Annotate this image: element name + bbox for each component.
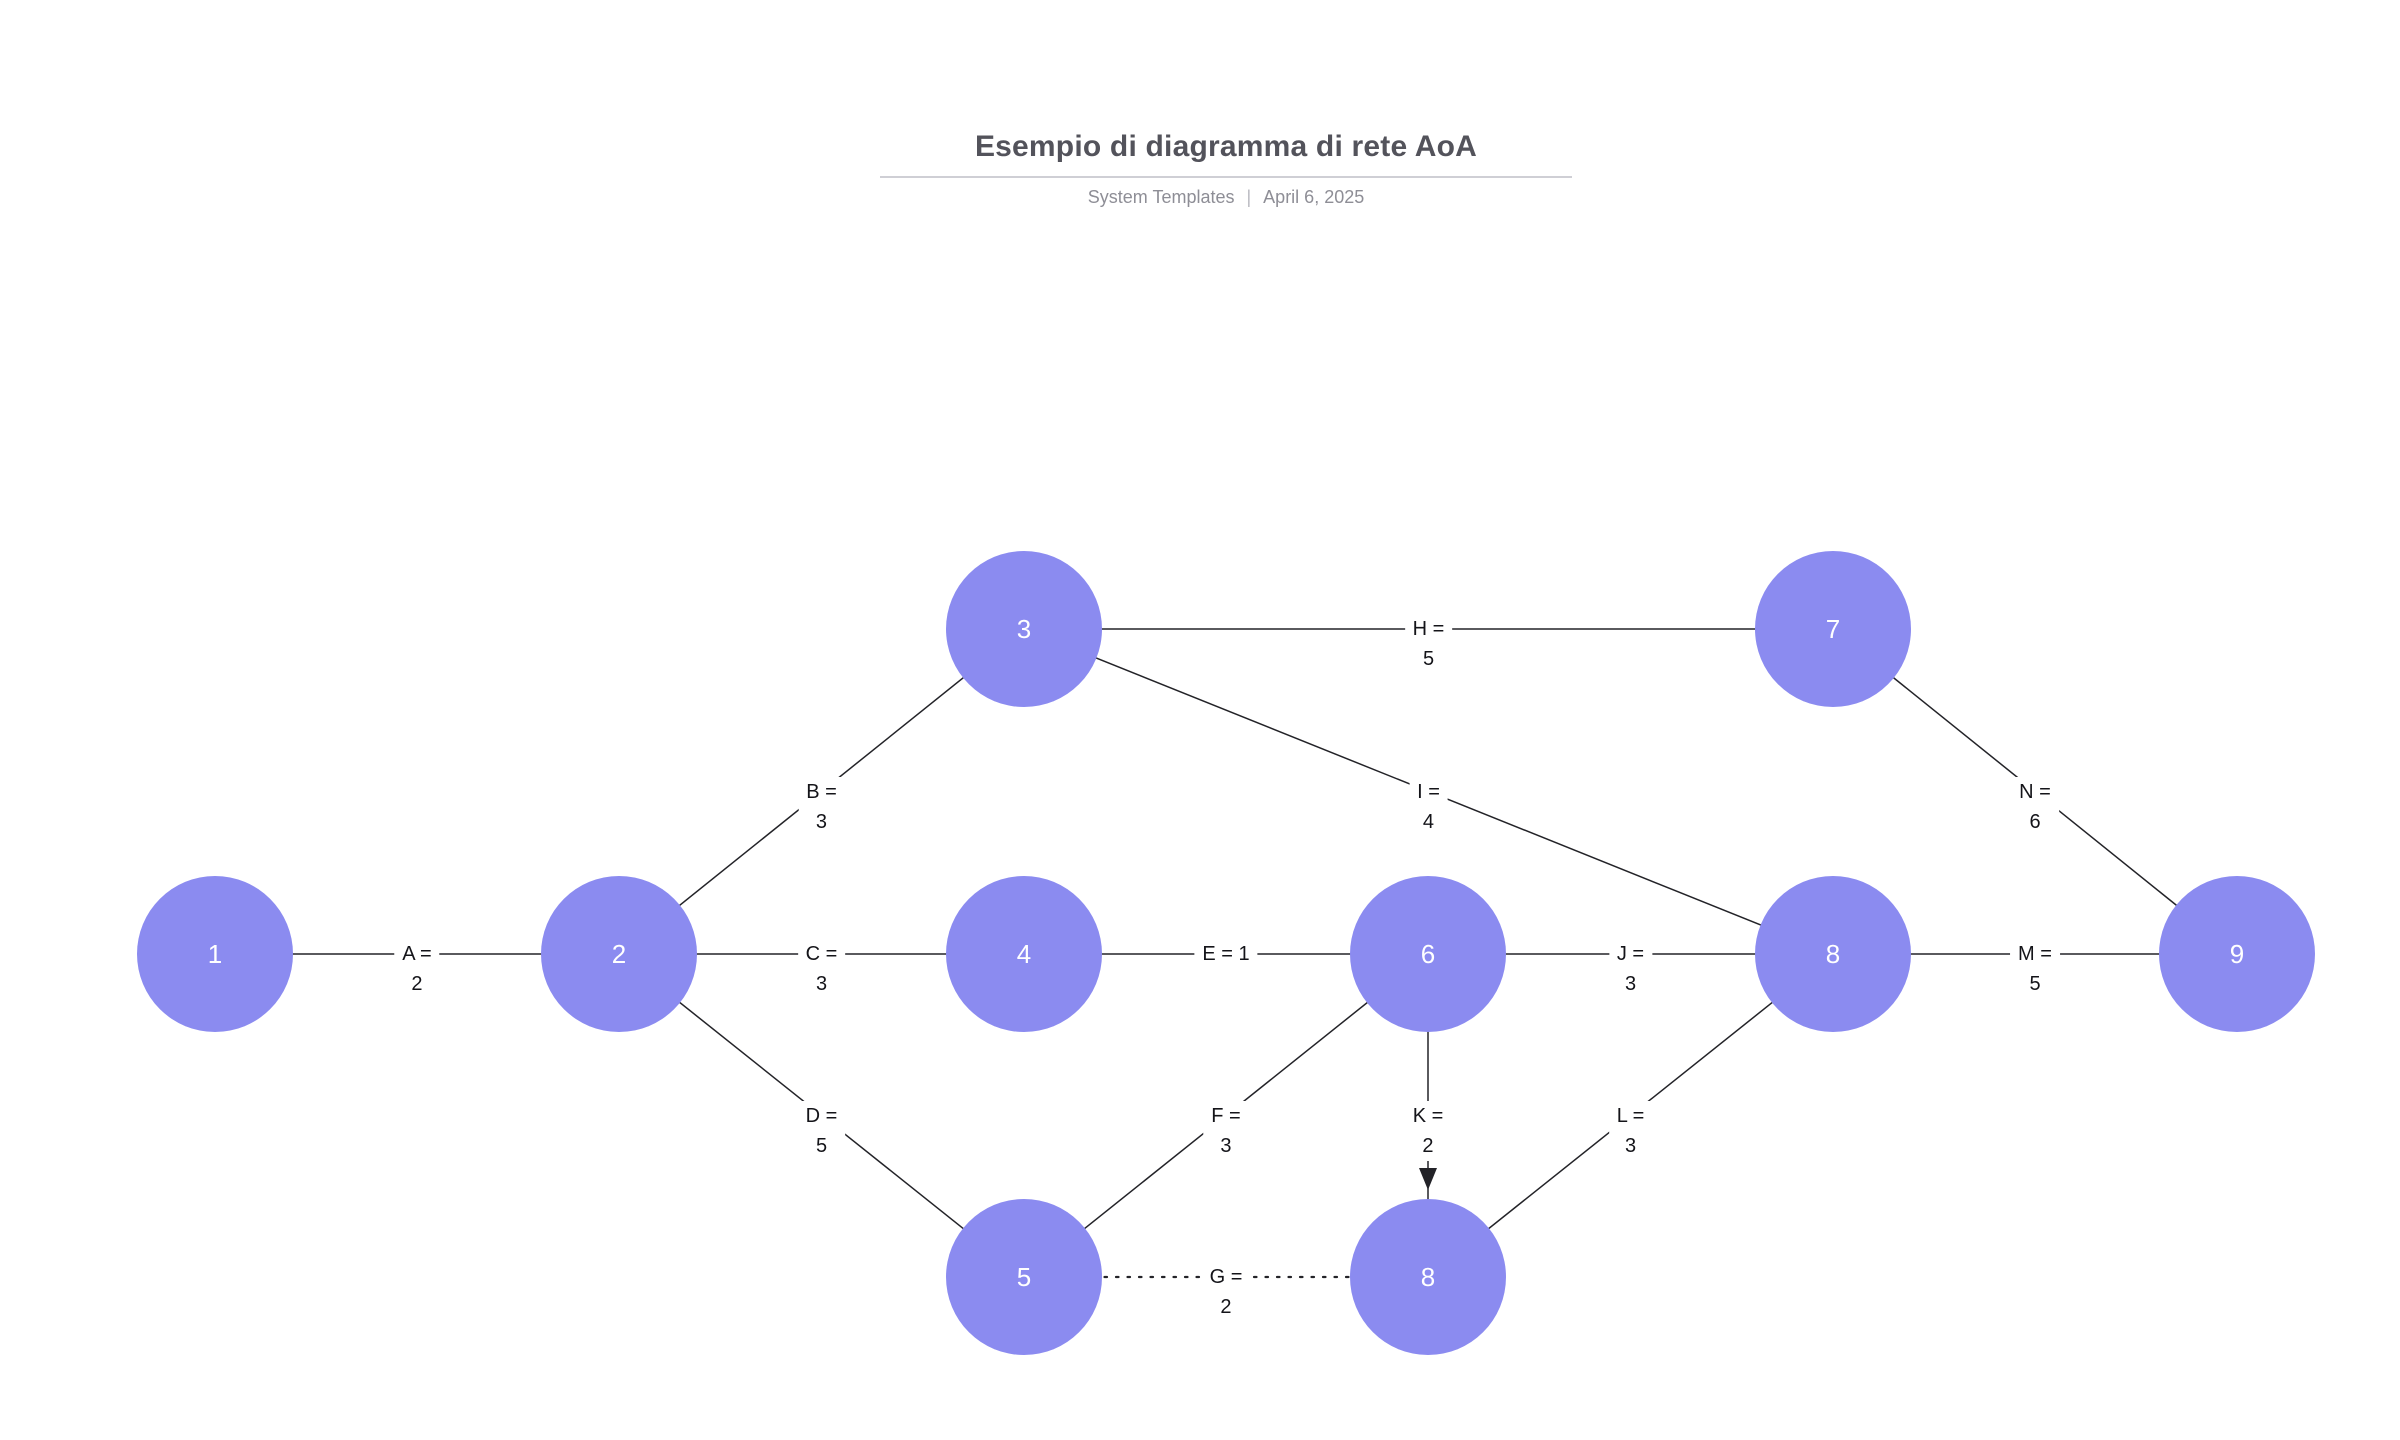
edge-label-B-line2: 3: [815, 810, 828, 833]
edge-label-M-line1: M =: [2018, 943, 2052, 965]
diagram-node-n1: 1: [137, 876, 293, 1032]
edge-label-M-line2: 5: [2029, 973, 2041, 995]
diagram-node-n7: 7: [1755, 551, 1911, 707]
edge-label-C-line2: 3: [815, 973, 828, 995]
edge-label-G: G = 2: [1201, 1262, 1251, 1322]
edge-label-E-line1: E = 1: [1202, 943, 1250, 965]
subtitle-separator: |: [1246, 187, 1252, 207]
edge-label-K-line2: 2: [1422, 1134, 1434, 1157]
edge-label-M: M = 5: [2010, 939, 2060, 999]
edge-arrowhead-K: [1419, 1168, 1437, 1190]
edge-label-B: B = 3: [798, 776, 845, 837]
edge-label-F-line1: F =: [1211, 1104, 1241, 1127]
edge-label-J: J = 3: [1608, 939, 1653, 999]
edge-label-F-line2: 3: [1220, 1134, 1232, 1157]
author-label: System Templates: [1087, 187, 1235, 207]
title-underline: [880, 176, 1572, 178]
edge-label-H-line2: 5: [1422, 648, 1435, 670]
edge-label-D: D = 5: [797, 1100, 846, 1161]
diagram-subtitle: System Templates | April 6, 2025: [880, 187, 1572, 208]
edge-label-L-line1: L =: [1616, 1104, 1645, 1127]
diagram-node-n4: 4: [946, 876, 1102, 1032]
edge-label-E: E = 1: [1194, 939, 1258, 969]
edge-label-I-line1: I =: [1417, 780, 1440, 803]
edge-label-L: L = 3: [1608, 1100, 1653, 1161]
edge-label-K: K = 2: [1404, 1100, 1452, 1161]
edge-label-B-line1: B =: [806, 780, 837, 803]
edge-label-H: H = 5: [1404, 614, 1453, 674]
edge-label-G-line2: 2: [1220, 1296, 1232, 1318]
edge-label-C-line1: C =: [805, 943, 838, 965]
edge-label-D-line2: 5: [815, 1134, 828, 1157]
edge-label-H-line1: H =: [1412, 618, 1445, 640]
edge-label-I-line2: 4: [1422, 810, 1435, 833]
diagram-node-n6: 6: [1350, 876, 1506, 1032]
edge-label-N-line2: 6: [2029, 810, 2041, 833]
diagram-node-n8b: 8: [1350, 1199, 1506, 1355]
edge-label-A-line2: 2: [411, 973, 423, 995]
edge-label-J-line1: J =: [1616, 943, 1645, 965]
diagram-node-n9: 9: [2159, 876, 2315, 1032]
edge-label-C: C = 3: [797, 939, 846, 999]
edge-label-N-line1: N =: [2019, 780, 2051, 803]
diagram-node-n3: 3: [946, 551, 1102, 707]
edge-label-A: A = 2: [394, 939, 440, 999]
edge-label-I: I = 4: [1409, 776, 1448, 837]
diagram-node-n2: 2: [541, 876, 697, 1032]
page-title: Esempio di diagramma di rete AoA: [974, 130, 1478, 163]
edge-label-K-line1: K =: [1412, 1104, 1444, 1127]
edge-label-F: F = 3: [1203, 1100, 1249, 1161]
diagram-node-n5: 5: [946, 1199, 1102, 1355]
edge-label-L-line2: 3: [1624, 1134, 1637, 1157]
edge-label-G-line1: G =: [1209, 1266, 1243, 1288]
diagram-node-n8m: 8: [1755, 876, 1911, 1032]
date-label: April 6, 2025: [1263, 187, 1365, 207]
edge-label-A-line1: A =: [402, 943, 432, 965]
diagram-header: Esempio di diagramma di rete AoA System …: [880, 130, 1572, 208]
edge-label-D-line1: D =: [805, 1104, 838, 1127]
edge-label-J-line2: 3: [1624, 973, 1637, 995]
edge-label-N: N = 6: [2011, 776, 2059, 837]
